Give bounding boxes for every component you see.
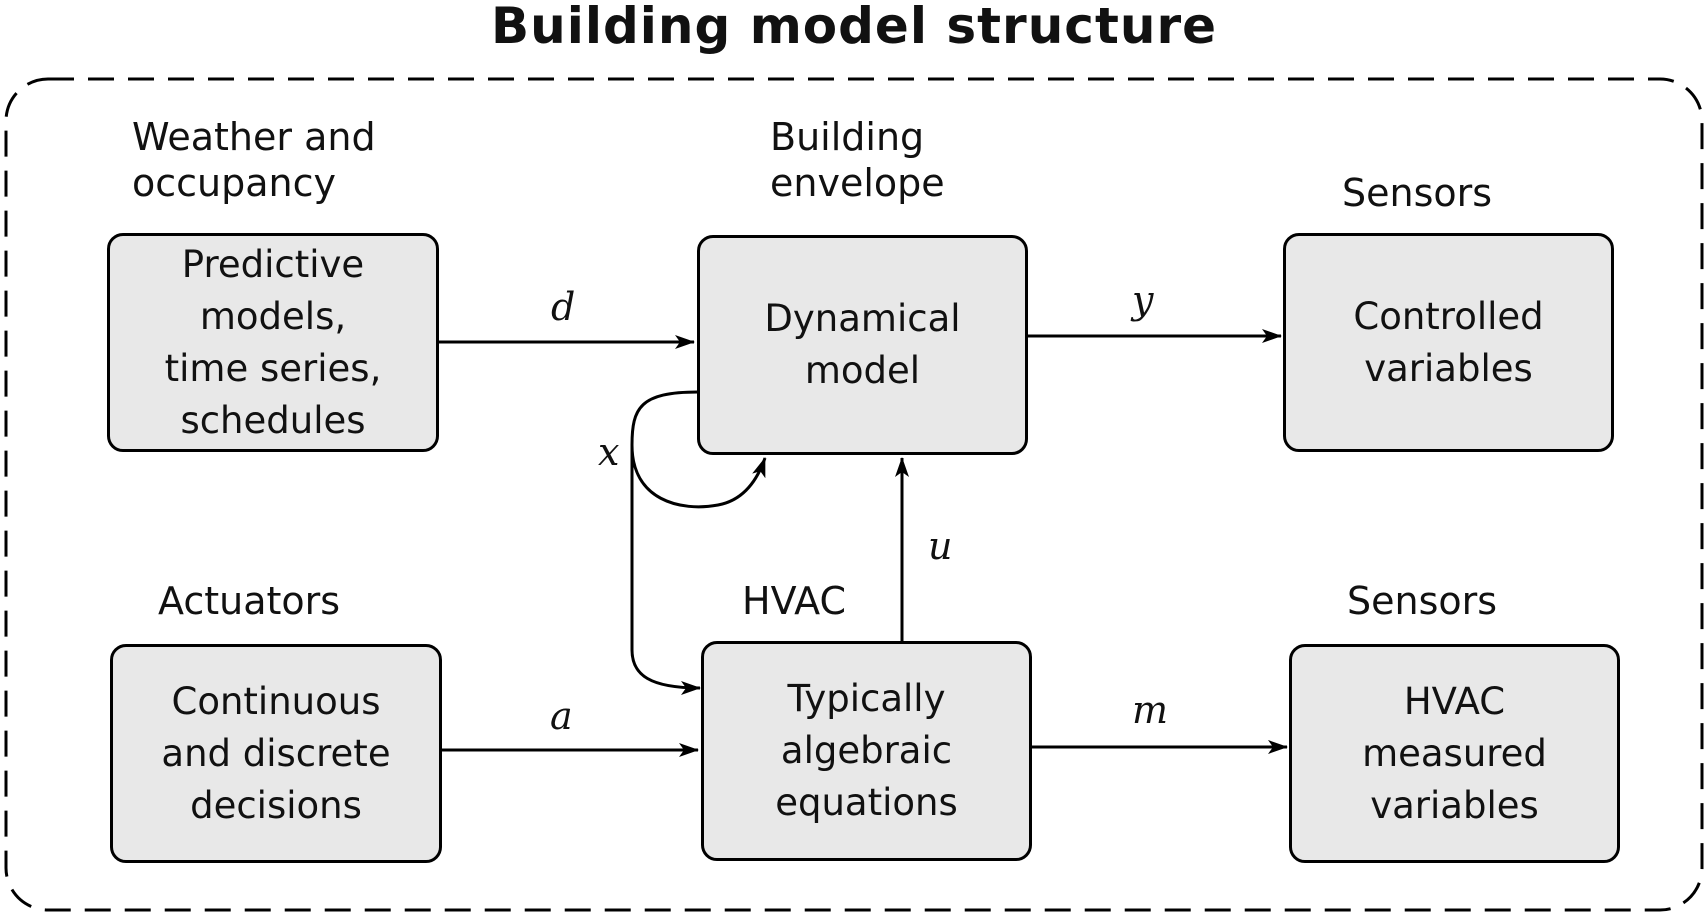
envelope-heading: Building envelope <box>770 115 945 205</box>
system-boundary <box>4 77 1704 912</box>
signal-d-label: d <box>551 285 576 329</box>
diagram-title: Building model structure <box>490 0 1218 55</box>
hvac-block: Typically algebraic equations <box>701 641 1032 861</box>
actuators-heading: Actuators <box>158 579 341 623</box>
hvac-heading: HVAC <box>742 579 846 623</box>
signal-m-label: m <box>1132 688 1169 732</box>
signal-u-label: u <box>928 524 953 568</box>
signal-a-label: a <box>550 694 573 738</box>
weather-block: Predictive models, time series, schedule… <box>107 233 439 452</box>
arrow-x-feedback <box>630 390 767 509</box>
weather-heading: Weather and occupancy <box>132 115 376 205</box>
sensors-top-heading: Sensors <box>1342 171 1493 215</box>
sensors-bottom-heading: Sensors <box>1347 579 1498 623</box>
signal-x-label: x <box>598 430 620 474</box>
arrow-x-to-hvac <box>630 445 701 695</box>
actuators-block: Continuous and discrete decisions <box>110 644 442 863</box>
sensors-top-block: Controlled variables <box>1283 233 1614 452</box>
envelope-block: Dynamical model <box>697 235 1028 455</box>
signal-y-label: y <box>1132 278 1154 322</box>
sensors-bottom-block: HVAC measured variables <box>1289 644 1620 863</box>
